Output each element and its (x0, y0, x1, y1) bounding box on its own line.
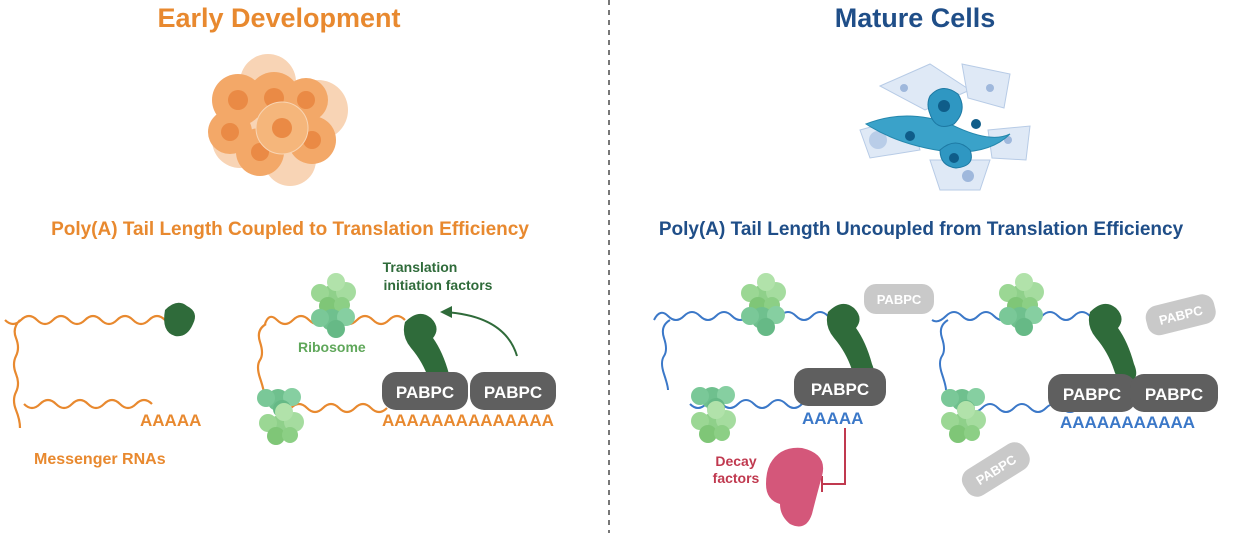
decay-factor-icon (766, 447, 824, 527)
pabpc-right-bound-short: PABPC (794, 368, 886, 406)
pabpc-right-bound-long-2-label: PABPC (1145, 385, 1203, 404)
factors-arrowhead (440, 306, 452, 318)
left-mrna-short (4, 314, 166, 429)
initiation-factor-complex-right-2 (1088, 303, 1137, 383)
pabpc-left-1-label: PABPC (396, 383, 454, 402)
left-subtitle: Poly(A) Tail Length Coupled to Translati… (51, 219, 529, 240)
pabpc-left-2: PABPC (470, 372, 556, 410)
factors-label-line1: Translation (383, 259, 458, 275)
pabpc-free-3: PABPC (961, 442, 1030, 497)
decay-label-line1: Decay (715, 453, 756, 469)
ribosome-icon-2 (257, 388, 304, 445)
ribosome-right-2 (691, 386, 736, 443)
initiation-factor-complex-right-1 (826, 303, 875, 383)
left-poly-a-short: AAAAA (140, 411, 201, 430)
ribosome-right-4 (941, 388, 986, 443)
pabpc-left-1: PABPC (382, 372, 468, 410)
factors-label-line2: initiation factors (384, 277, 493, 293)
pabpc-free-2: PABPC (1145, 294, 1216, 336)
decay-inhibition-line (822, 428, 846, 485)
ribosome-right-3 (999, 273, 1044, 336)
pabpc-right-bound-long-2: PABPC (1130, 374, 1218, 412)
left-title: Early Development (157, 3, 400, 33)
pabpc-right-bound-long-1: PABPC (1048, 374, 1136, 412)
embryo-cells-icon (208, 54, 348, 186)
right-poly-a-short: AAAAA (802, 409, 863, 428)
initiation-factor-icon (164, 302, 195, 337)
pabpc-free-1-label: PABPC (877, 292, 922, 307)
right-title: Mature Cells (835, 3, 996, 33)
ribosome-label: Ribosome (298, 339, 366, 355)
ribosome-right-1 (741, 273, 786, 336)
messenger-rna-label: Messenger RNAs (34, 451, 166, 468)
pabpc-right-bound-short-label: PABPC (811, 380, 869, 399)
decay-label-line2: factors (713, 470, 760, 486)
factors-arrow (444, 311, 518, 357)
ribosome-icon-1 (311, 273, 356, 338)
pabpc-left-2-label: PABPC (484, 383, 542, 402)
right-subtitle: Poly(A) Tail Length Uncoupled from Trans… (659, 219, 1184, 240)
pabpc-free-1: PABPC (864, 284, 934, 314)
right-poly-a-long: AAAAAAAAAAA (1060, 413, 1195, 432)
left-poly-a-long: AAAAAAAAAAAAAA (382, 411, 554, 430)
mature-cells-icon (859, 63, 1031, 191)
pabpc-right-bound-long-1-label: PABPC (1063, 385, 1121, 404)
